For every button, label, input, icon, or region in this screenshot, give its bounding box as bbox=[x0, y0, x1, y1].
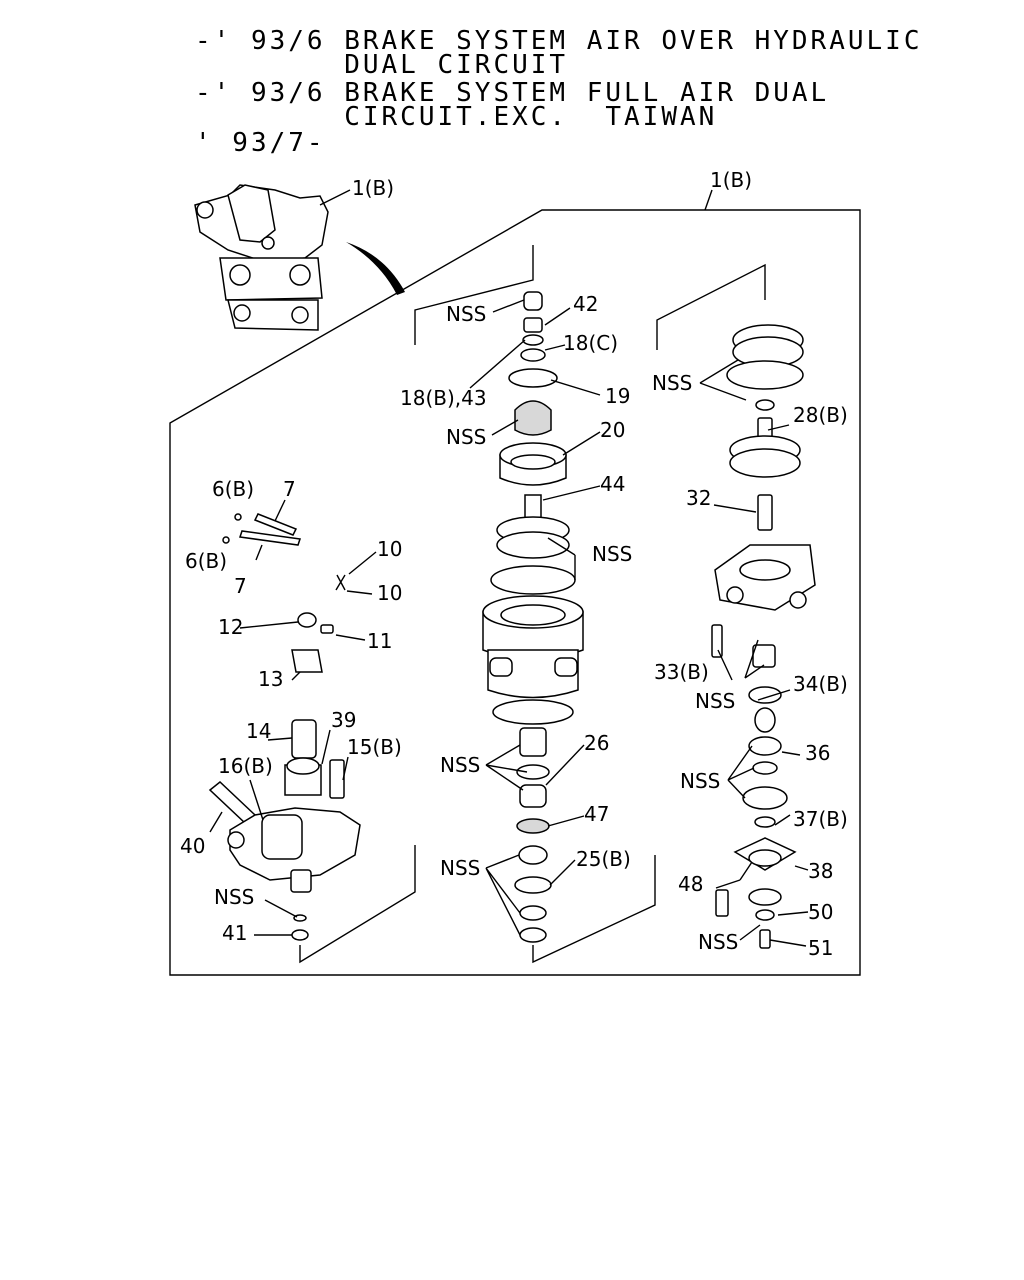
callout-nss: NSS bbox=[695, 689, 735, 713]
callout-nss: NSS bbox=[446, 425, 486, 449]
callout-48: 48 bbox=[678, 872, 703, 896]
callout-10: 10 bbox=[377, 537, 402, 561]
assembly-boundary bbox=[169, 209, 861, 976]
leader-lines bbox=[209, 299, 809, 947]
callout-nss: NSS bbox=[440, 753, 480, 777]
callout-1b-top: 1(B) bbox=[352, 176, 394, 200]
callout-1b-box: 1(B) bbox=[710, 168, 752, 192]
leader-box bbox=[704, 189, 713, 211]
callout-14: 14 bbox=[246, 719, 271, 743]
callout-11: 11 bbox=[367, 629, 392, 653]
callout-19: 19 bbox=[605, 384, 630, 408]
callout-44: 44 bbox=[600, 472, 625, 496]
callout-nss: NSS bbox=[440, 856, 480, 880]
callout-7: 7 bbox=[234, 574, 247, 598]
callout-51: 51 bbox=[808, 936, 833, 960]
callout-nss: NSS bbox=[446, 302, 486, 326]
callout-6b: 6(B) bbox=[212, 477, 254, 501]
callout-18c: 18(C) bbox=[563, 331, 618, 355]
callout-nss: NSS bbox=[652, 371, 692, 395]
left-column bbox=[208, 513, 416, 964]
callout-13: 13 bbox=[258, 667, 283, 691]
callout-28b: 28(B) bbox=[793, 403, 848, 427]
header-line-5: ' 93/7- bbox=[195, 128, 326, 158]
callout-18b-43: 18(B),43 bbox=[400, 386, 487, 410]
callout-nss: NSS bbox=[698, 930, 738, 954]
header-line-2: DUAL CIRCUIT bbox=[195, 50, 569, 80]
callout-nss: NSS bbox=[592, 542, 632, 566]
callout-26: 26 bbox=[584, 731, 609, 755]
callout-36: 36 bbox=[805, 741, 830, 765]
callout-nss: NSS bbox=[680, 769, 720, 793]
assembly-arrow bbox=[346, 242, 405, 295]
valve-assembly-illustration bbox=[194, 184, 351, 331]
callout-33b: 33(B) bbox=[654, 660, 709, 684]
callout-37b: 37(B) bbox=[793, 807, 848, 831]
callout-15b: 15(B) bbox=[347, 735, 402, 759]
callout-41: 41 bbox=[222, 921, 247, 945]
callout-16b: 16(B) bbox=[218, 754, 273, 778]
header-line-4: CIRCUIT.EXC. TAIWAN bbox=[195, 102, 718, 132]
callout-34b: 34(B) bbox=[793, 672, 848, 696]
callout-6b: 6(B) bbox=[185, 549, 227, 573]
right-column bbox=[656, 263, 816, 949]
callout-25b: 25(B) bbox=[576, 847, 631, 871]
callout-42: 42 bbox=[573, 292, 598, 316]
header-line-1: -' 93/6 BRAKE SYSTEM AIR OVER HYDRAULIC bbox=[195, 26, 923, 56]
callout-10: 10 bbox=[377, 581, 402, 605]
callout-50: 50 bbox=[808, 900, 833, 924]
callout-32: 32 bbox=[686, 486, 711, 510]
callout-12: 12 bbox=[218, 615, 243, 639]
callout-nss: NSS bbox=[214, 885, 254, 909]
callout-7: 7 bbox=[283, 477, 296, 501]
callout-20: 20 bbox=[600, 418, 625, 442]
callout-47: 47 bbox=[584, 802, 609, 826]
callout-39: 39 bbox=[331, 708, 356, 732]
center-column bbox=[414, 245, 656, 964]
header-line-3: -' 93/6 BRAKE SYSTEM FULL AIR DUAL bbox=[195, 78, 830, 108]
callout-40: 40 bbox=[180, 834, 205, 858]
callout-38: 38 bbox=[808, 859, 833, 883]
